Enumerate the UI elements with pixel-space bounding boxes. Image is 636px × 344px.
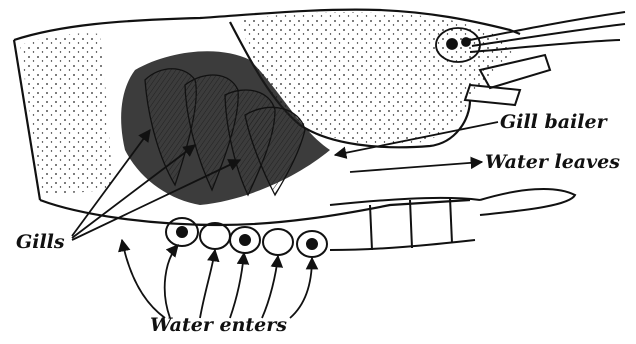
water-enters-arrows: [122, 240, 312, 318]
gill-bailer-label: Gill bailer: [500, 113, 607, 132]
water-leaves-arrow: [350, 162, 482, 172]
water-leaves-label: Water leaves: [485, 153, 620, 172]
abdomen-segments: [330, 189, 575, 250]
water-enters-label: Water enters: [150, 316, 287, 335]
front-stipple-region: [20, 33, 112, 195]
gills-label: Gills: [16, 233, 65, 252]
